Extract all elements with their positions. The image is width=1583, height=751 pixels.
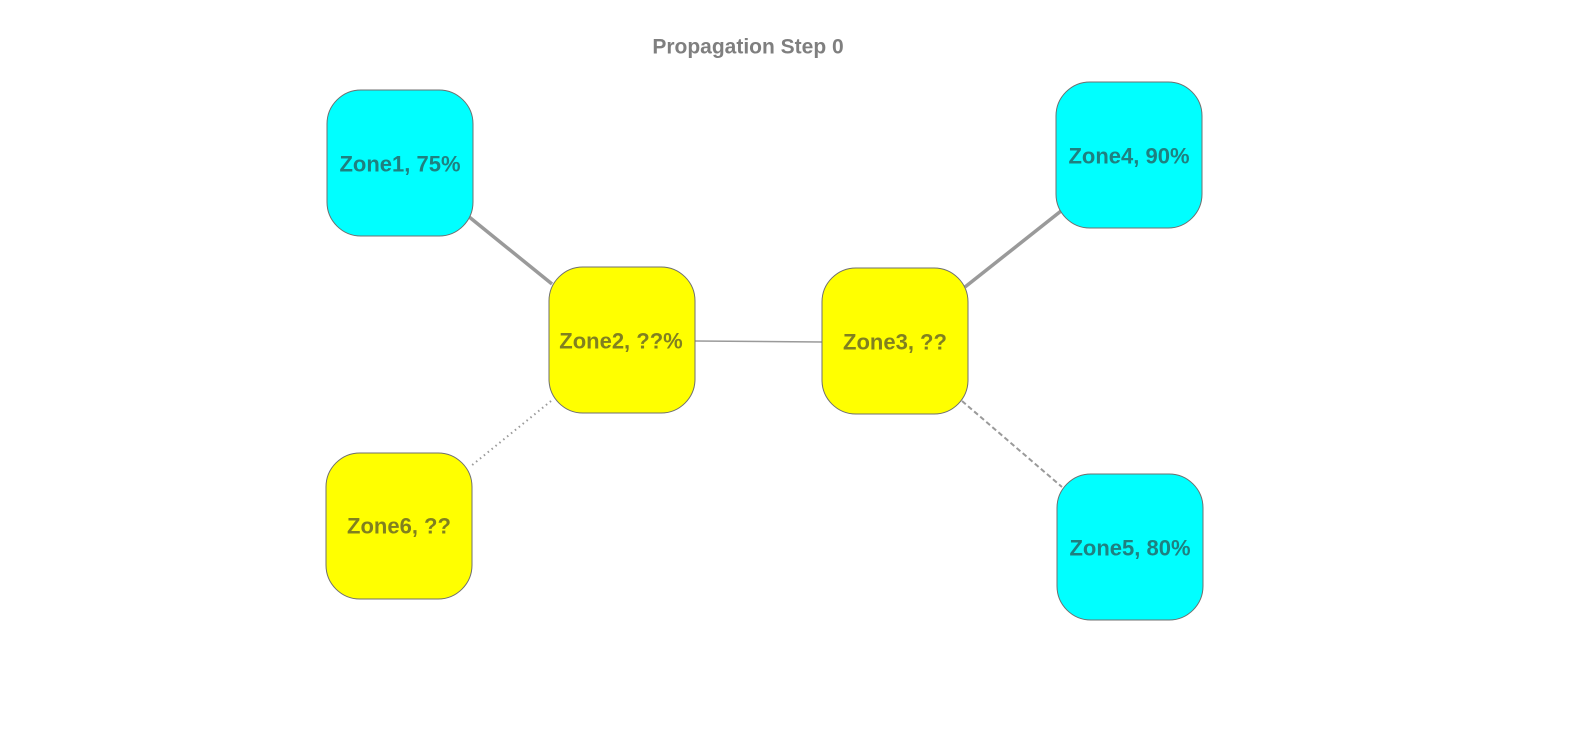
node-zone3-label: Zone3, ?? <box>843 330 947 355</box>
node-zone6[interactable]: Zone6, ?? <box>325 452 473 600</box>
node-zone4[interactable]: Zone4, 90% <box>1055 81 1203 229</box>
node-zone2-label: Zone2, ??% <box>559 329 682 354</box>
node-zone6-box <box>325 452 473 600</box>
edge-zone2-zone6 <box>470 400 552 467</box>
edge-zone3-zone4 <box>963 209 1063 289</box>
node-zone2-box <box>548 266 696 414</box>
edge-zone2-zone3 <box>694 340 823 343</box>
node-zone1[interactable]: Zone1, 75% <box>326 89 474 237</box>
node-zone5-box <box>1056 473 1204 621</box>
edge-zone1-zone2 <box>466 214 554 286</box>
nodes-layer: Zone1, 75% Zone2, ??% Zone3, ?? Zone4, 9… <box>325 81 1204 621</box>
node-zone2[interactable]: Zone2, ??% <box>548 266 696 414</box>
node-zone3-box <box>821 267 969 415</box>
edges-layer <box>466 209 1063 488</box>
node-zone1-label: Zone1, 75% <box>339 152 460 177</box>
node-zone4-label: Zone4, 90% <box>1068 144 1189 169</box>
node-zone1-box <box>326 89 474 237</box>
node-zone5[interactable]: Zone5, 80% <box>1056 473 1204 621</box>
node-zone6-label: Zone6, ?? <box>347 514 451 539</box>
node-zone5-label: Zone5, 80% <box>1069 536 1190 561</box>
node-zone3[interactable]: Zone3, ?? <box>821 267 969 415</box>
edge-zone3-zone5 <box>961 400 1063 488</box>
node-zone4-box <box>1055 81 1203 229</box>
diagram-title: Propagation Step 0 <box>652 36 843 59</box>
